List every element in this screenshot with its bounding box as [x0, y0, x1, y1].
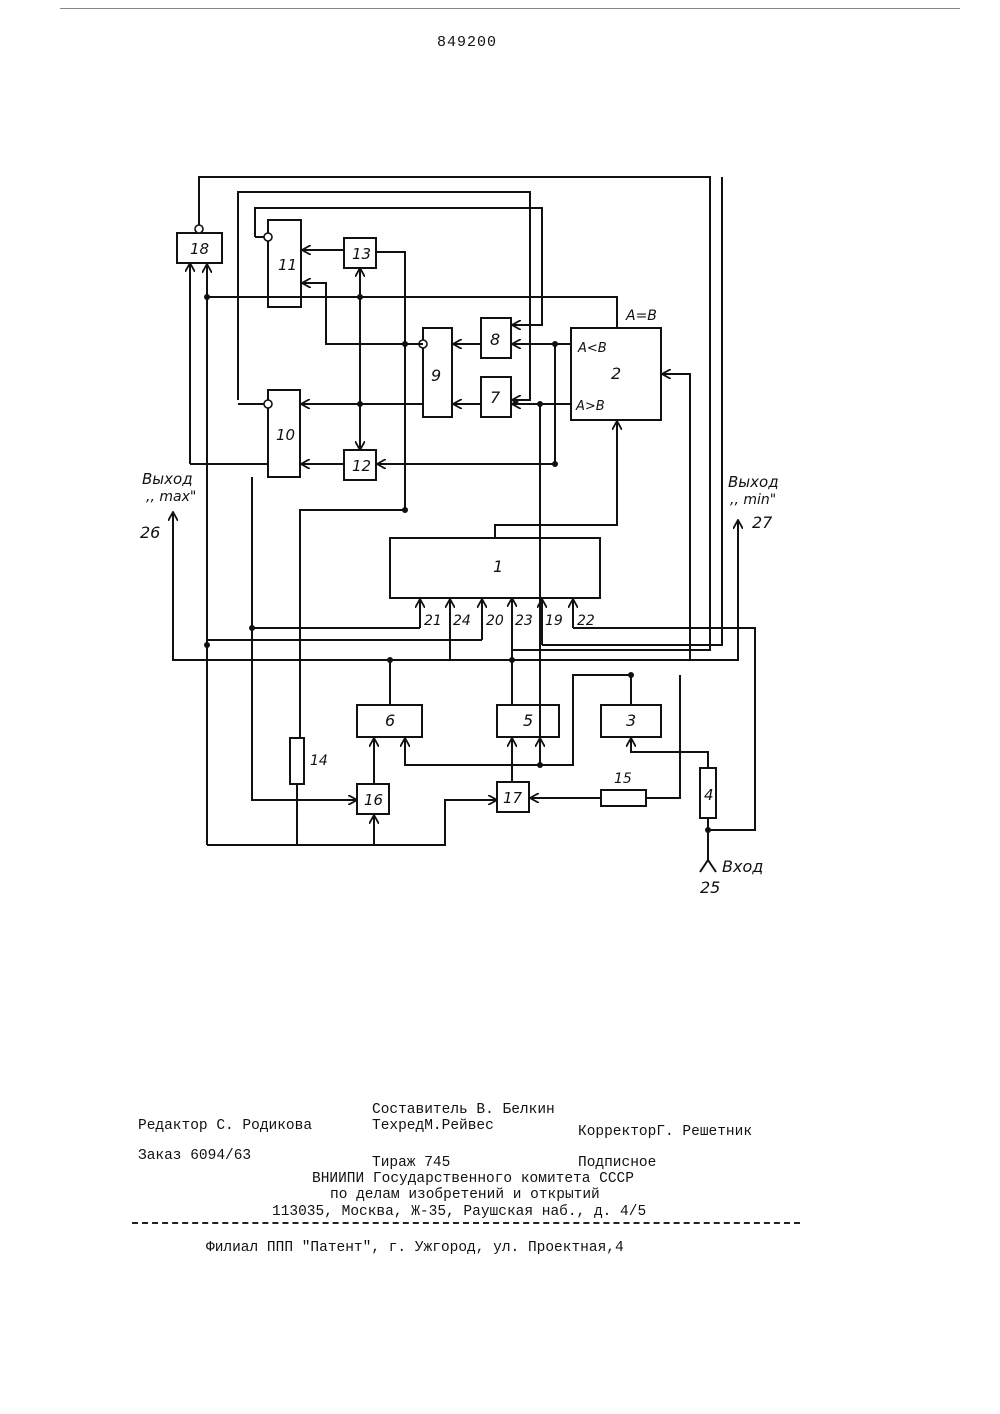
output-min-word: Выход: [728, 473, 779, 491]
block-number: 12: [352, 457, 371, 475]
separator-rule: [132, 1222, 800, 1224]
label-a-eq-b: A=B: [625, 308, 657, 324]
institute: ВНИИПИ Государственного комитета СССР: [312, 1171, 634, 1187]
block-14: [290, 738, 304, 784]
input-word: Вход: [722, 857, 763, 876]
input-number: 24: [453, 613, 471, 629]
block-number: 1: [493, 557, 503, 576]
output-min-number: 27: [752, 513, 773, 532]
input-number: 19: [545, 613, 563, 629]
print-run: Тираж 745: [372, 1155, 450, 1171]
block-number: 18: [190, 240, 209, 258]
block-number: 15: [614, 771, 632, 787]
input-number: 21: [424, 613, 442, 629]
output-min-name: ,, min": [730, 492, 776, 508]
block-number: 4: [704, 786, 714, 804]
output-max-word: Выход: [142, 470, 193, 488]
input-number: 23: [515, 613, 533, 629]
block-number: 13: [352, 245, 371, 263]
corrector: КорректорГ. Решетник: [578, 1124, 752, 1140]
block-number: 10: [276, 426, 295, 444]
block-number: 11: [278, 256, 297, 274]
block-number: 14: [310, 753, 328, 769]
block-number: 17: [503, 789, 523, 807]
techred: ТехредМ.Рейвес: [372, 1118, 494, 1134]
input-number: 25: [700, 878, 720, 897]
branch: Филиал ППП "Патент", г. Ужгород, ул. Про…: [206, 1240, 624, 1256]
block-number: 9: [431, 366, 441, 385]
block-number: 16: [364, 791, 383, 809]
subscription: Подписное: [578, 1155, 656, 1171]
input-number: 22: [577, 613, 595, 629]
institute-dept: по делам изобретений и открытий: [330, 1187, 600, 1203]
output-max-name: ,, max": [146, 489, 196, 505]
block-number: 8: [490, 330, 500, 349]
block-number: 2: [611, 364, 621, 383]
address: 113035, Москва, Ж-35, Раушская наб., д. …: [272, 1204, 646, 1220]
label-a-gt-b: A>B: [575, 399, 605, 414]
block-diagram: 18 11 13 8 9 7 2 10 12 1 6 5 3 14 4 16 1…: [0, 0, 1000, 950]
block-number: 3: [626, 711, 636, 730]
editor: Редактор С. Родикова: [138, 1118, 312, 1134]
label-a-lt-b: A<B: [577, 341, 607, 356]
compiler: Составитель В. Белкин: [372, 1102, 555, 1118]
block-15: [601, 790, 646, 806]
block-number: 7: [490, 388, 501, 407]
output-max-number: 26: [140, 523, 160, 542]
block-number: 5: [523, 711, 533, 730]
order: Заказ 6094/63: [138, 1148, 251, 1164]
block-number: 6: [385, 711, 395, 730]
input-number: 20: [486, 613, 504, 629]
